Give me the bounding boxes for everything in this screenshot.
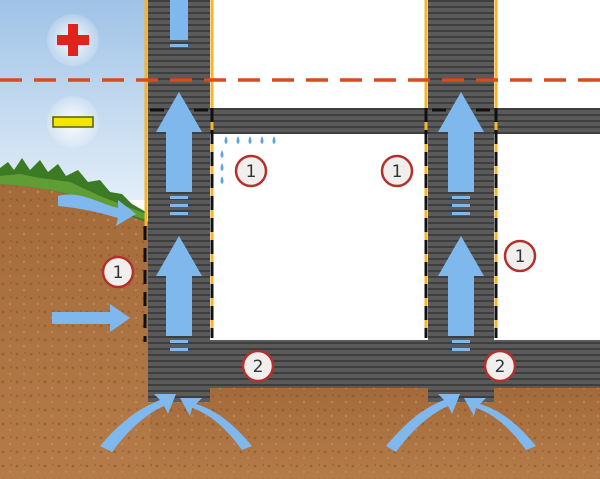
marker-label: 1 <box>392 162 403 182</box>
marker-2b: 2 <box>483 349 517 383</box>
marker-2a: 2 <box>241 349 275 383</box>
minus-icon <box>52 116 94 128</box>
room-right <box>498 134 600 336</box>
marker-1d: 1 <box>503 239 537 273</box>
marker-1a: 1 <box>234 154 268 188</box>
plus-badge <box>47 14 99 66</box>
marker-label: 1 <box>515 247 526 267</box>
marker-label: 1 <box>246 162 257 182</box>
minus-badge <box>47 96 99 148</box>
lateral-flow-arrows <box>52 194 136 332</box>
floor-slab <box>148 340 600 388</box>
marker-label: 2 <box>495 357 506 377</box>
marker-1b: 1 <box>380 154 414 188</box>
upper-beam-right <box>494 108 600 134</box>
ground-flow-arrows <box>100 394 536 452</box>
droplet-icons <box>220 136 276 184</box>
marker-1c: 1 <box>101 255 135 289</box>
flow-dashes <box>170 20 470 351</box>
waterproofing-lines <box>144 0 498 338</box>
marker-label: 1 <box>113 263 124 283</box>
marker-label: 2 <box>253 357 264 377</box>
upper-beam-left <box>210 108 428 134</box>
